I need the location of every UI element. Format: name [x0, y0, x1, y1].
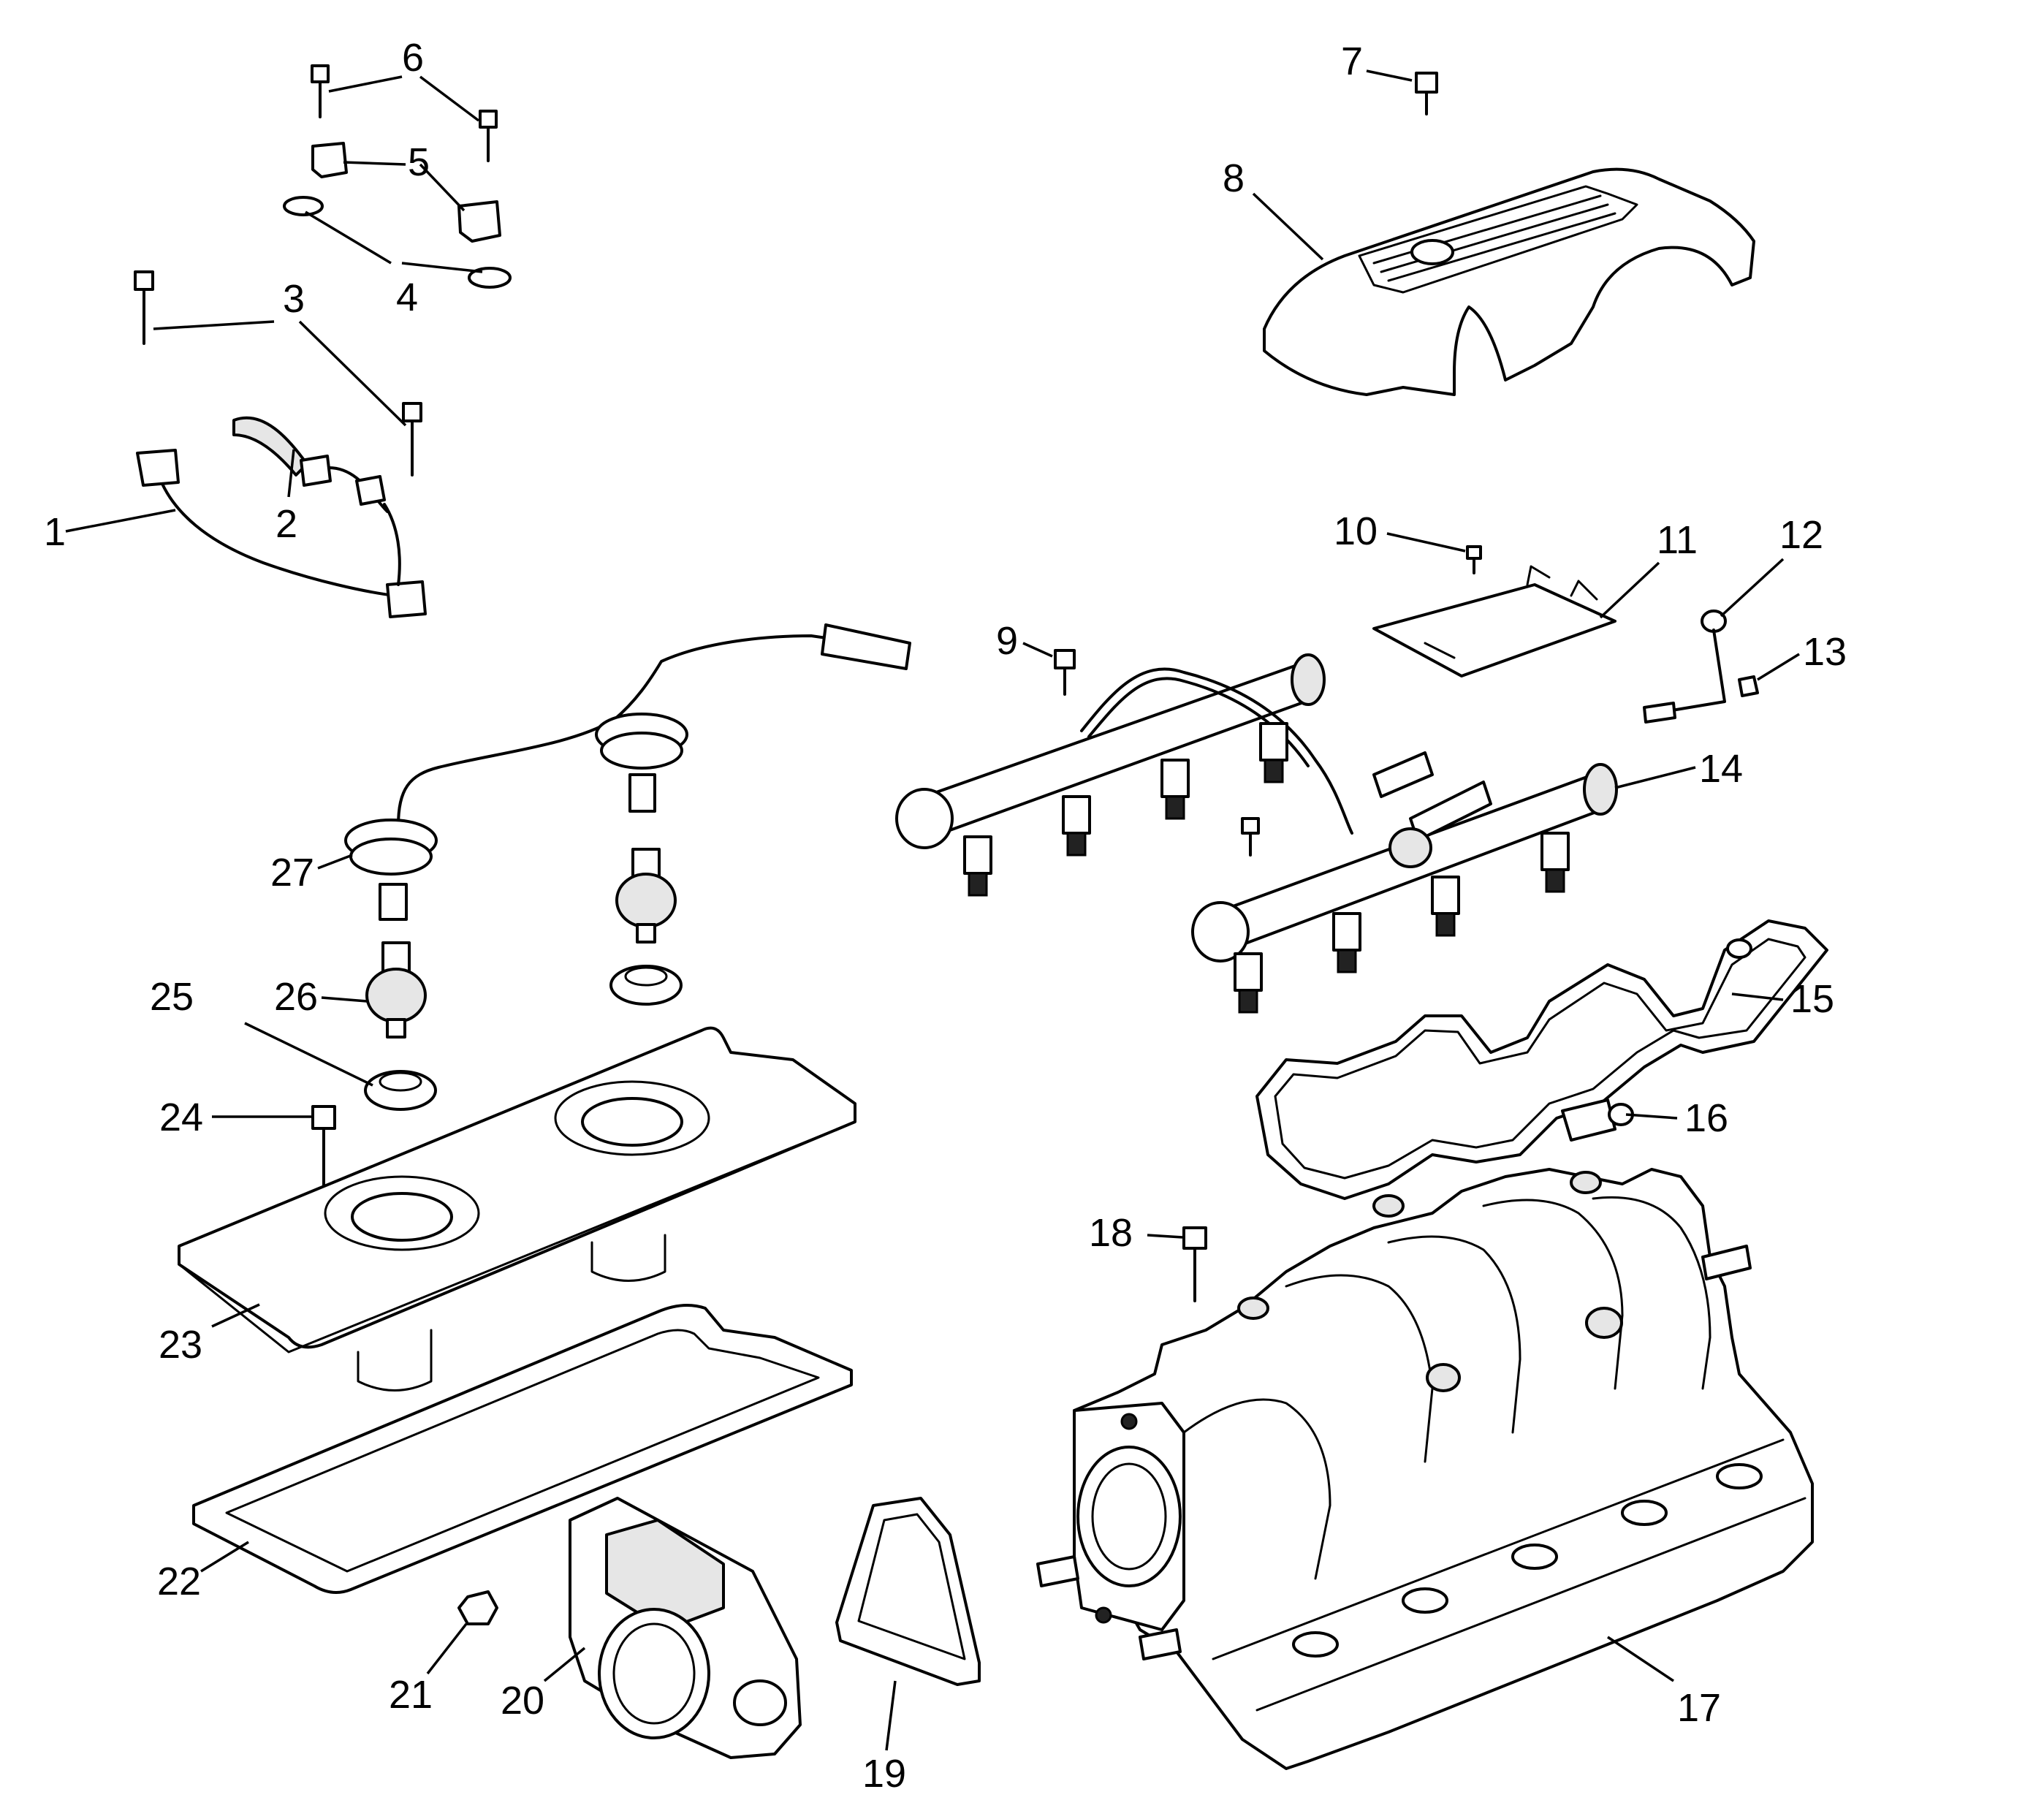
callout-26: 26 [274, 975, 318, 1019]
callout-19: 19 [862, 1752, 906, 1796]
callout-21: 21 [389, 1673, 433, 1717]
part-20-throttle-body [569, 1497, 802, 1759]
callout-20: 20 [501, 1679, 544, 1723]
part-25-sensor-grommets [364, 965, 683, 1111]
callout-23: 23 [159, 1323, 202, 1367]
part-10-screw [1466, 545, 1482, 574]
part-9-bolt [1054, 649, 1076, 696]
part-8-engine-cover [1263, 167, 1755, 396]
part-17-intake-manifold [1036, 1168, 1814, 1770]
callout-14: 14 [1699, 747, 1743, 791]
callout-1: 1 [44, 510, 66, 554]
part-2-harness-connector [232, 416, 401, 586]
part-23-valley-cover [178, 1026, 856, 1392]
callout-25: 25 [150, 975, 194, 1019]
callout-22: 22 [157, 1560, 201, 1603]
part-7-bolt [1415, 72, 1438, 115]
callout-15: 15 [1790, 977, 1834, 1021]
part-4-gaskets [283, 196, 512, 289]
callout-10: 10 [1334, 509, 1378, 553]
part-3-bolts [134, 270, 422, 477]
part-5-clips [311, 142, 501, 243]
part-6-bolts [311, 64, 498, 162]
part-22-valley-gasket [192, 1304, 853, 1594]
part-21-nut [457, 1590, 498, 1625]
leader-lines [65, 69, 1800, 1751]
callout-12: 12 [1779, 513, 1823, 557]
callout-2: 2 [276, 502, 297, 546]
callout-4: 4 [396, 276, 418, 319]
part-13-screw [1738, 675, 1759, 697]
callout-17: 17 [1677, 1686, 1721, 1730]
part-14-fuel-rail-assembly [895, 653, 1618, 1014]
callout-5: 5 [408, 140, 430, 184]
part-11-bracket [1372, 565, 1616, 677]
callout-27: 27 [270, 851, 314, 895]
part-15-intake-gasket [1255, 919, 1828, 1200]
part-27-knock-sensor-harness [344, 623, 911, 921]
callout-labels: 1 2 3 4 5 6 7 8 9 10 11 12 13 14 15 16 1… [44, 36, 1847, 1796]
callout-13: 13 [1803, 630, 1847, 674]
part-18-bolt [1182, 1226, 1207, 1302]
callout-6: 6 [402, 36, 424, 80]
part-19-throttle-body-gasket [835, 1497, 981, 1686]
part-1-sensor-harness [136, 449, 427, 618]
part-12-cable-bracket [1643, 610, 1727, 724]
callout-24: 24 [159, 1096, 203, 1139]
callout-3: 3 [283, 277, 305, 321]
part-26-knock-sensors [365, 848, 677, 1039]
callout-8: 8 [1223, 156, 1245, 200]
callout-9: 9 [996, 619, 1018, 663]
callout-11: 11 [1657, 518, 1698, 562]
callout-7: 7 [1341, 39, 1363, 83]
callout-18: 18 [1089, 1211, 1133, 1255]
callout-16: 16 [1684, 1096, 1728, 1140]
